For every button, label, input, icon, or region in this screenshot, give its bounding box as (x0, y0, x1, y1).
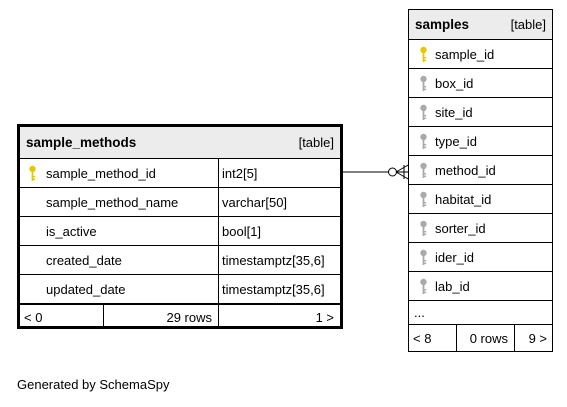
table-header: sample_methods [table] (20, 127, 340, 159)
column-row[interactable]: sorter_id (409, 214, 552, 243)
column-type: int2[5] (222, 165, 258, 181)
column-row[interactable]: habitat_id (409, 185, 552, 214)
column-name: sample_id (435, 46, 495, 62)
crows-foot-marker (395, 163, 411, 173)
parents-count[interactable]: < 0 (24, 309, 43, 325)
column-name: ider_id (435, 249, 475, 265)
foreign-key-icon (420, 278, 427, 294)
column-row[interactable]: sample_method_name varchar[50] (20, 188, 340, 217)
primary-key-icon (29, 165, 36, 181)
more-columns-indicator: ... (414, 305, 425, 320)
foreign-key-icon (420, 191, 427, 207)
column-row[interactable]: ider_id (409, 243, 552, 272)
generated-by-note: Generated by SchemaSpy (17, 377, 170, 392)
table-kind: [table] (298, 135, 334, 150)
column-name: method_id (435, 162, 496, 178)
table-header: samples [table] (409, 10, 552, 40)
column-type: bool[1] (222, 223, 262, 239)
column-type: varchar[50] (222, 194, 288, 210)
column-name: updated_date (46, 281, 126, 297)
column-name: sample_method_name (46, 194, 179, 210)
column-type: timestamptz[35,6] (222, 281, 325, 297)
column-name: is_active (46, 223, 97, 239)
table-kind: [table] (510, 17, 546, 32)
column-row[interactable]: type_id (409, 127, 552, 156)
column-name: sample_method_id (46, 165, 156, 181)
table-name: samples (415, 17, 470, 32)
column-name: box_id (435, 75, 474, 91)
column-name: habitat_id (435, 191, 492, 207)
foreign-key-icon (420, 104, 427, 120)
column-row[interactable]: updated_date timestamptz[35,6] (20, 275, 340, 304)
foreign-key-icon (420, 133, 427, 149)
foreign-key-icon (420, 220, 427, 236)
table-footer: < 0 29 rows 1 > (20, 304, 340, 329)
column-row[interactable]: is_active bool[1] (20, 217, 340, 246)
column-type: timestamptz[35,6] (222, 252, 325, 268)
column-name: type_id (435, 133, 477, 149)
foreign-key-icon (420, 75, 427, 91)
table-footer: < 8 0 rows 9 > (409, 325, 552, 351)
children-count[interactable]: 1 > (315, 309, 334, 325)
foreign-key-icon (420, 249, 427, 265)
column-name: lab_id (435, 278, 470, 294)
row-count: 0 rows (469, 330, 508, 346)
column-row[interactable]: sample_id (409, 40, 552, 69)
row-count: 29 rows (166, 309, 212, 325)
children-count[interactable]: 9 > (528, 330, 547, 346)
table-name: sample_methods (26, 135, 137, 150)
column-row[interactable]: lab_id (409, 272, 552, 301)
column-row[interactable]: box_id (409, 69, 552, 98)
column-row[interactable]: sample_method_id int2[5] (20, 159, 340, 188)
parents-count[interactable]: < 8 (413, 330, 432, 346)
zero-optional-marker (388, 167, 397, 177)
more-columns-row: ... (409, 301, 552, 325)
foreign-key-icon (420, 162, 427, 178)
primary-key-icon (420, 46, 427, 62)
column-name: site_id (435, 104, 473, 120)
column-name: sorter_id (435, 220, 486, 236)
column-row[interactable]: created_date timestamptz[35,6] (20, 246, 340, 275)
column-name: created_date (46, 252, 122, 268)
column-row[interactable]: site_id (409, 98, 552, 127)
column-row[interactable]: method_id (409, 156, 552, 185)
